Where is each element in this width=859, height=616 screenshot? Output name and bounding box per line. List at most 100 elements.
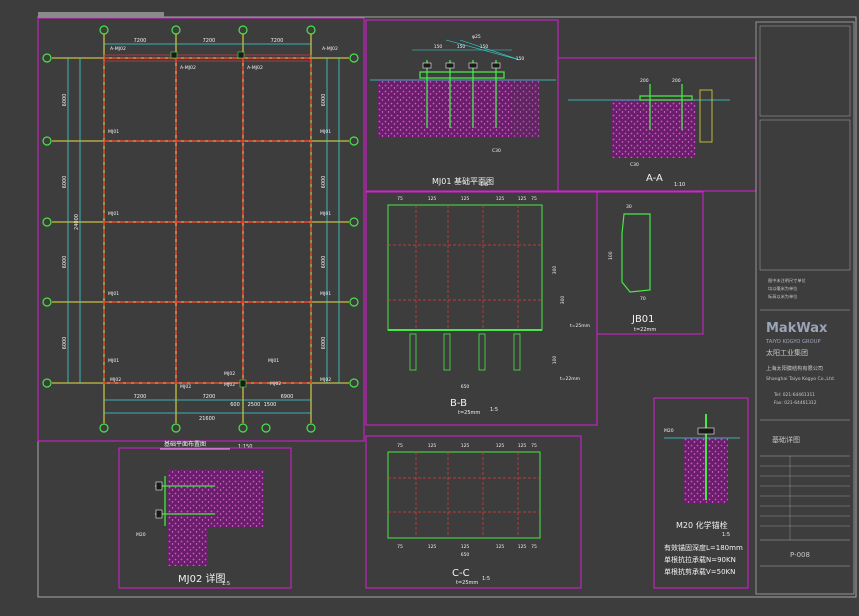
- plan-member-label: A-MJ02: [247, 65, 263, 71]
- plan-member-label: MJ01: [320, 211, 331, 217]
- plan-right-dim: 6000: [321, 337, 327, 350]
- plan-bottom-dim: 6900: [281, 394, 294, 400]
- bb-plate-note: t=22mm: [560, 376, 580, 382]
- mj01-dim: 150: [516, 56, 525, 62]
- cc-bottom-dim: 125: [428, 544, 437, 550]
- m20-tag: M20: [664, 428, 674, 434]
- cc-top-dim: 125: [461, 443, 470, 449]
- plan-hatch-top: [103, 54, 312, 62]
- company-en-2: Shanghai Taiyo Kogyo Co.,Ltd.: [766, 376, 835, 382]
- plan-member-label: MJ01: [320, 129, 331, 135]
- plan-bottom-dim: 7200: [203, 394, 216, 400]
- mj02-concrete: [168, 470, 264, 566]
- title-note: 均以毫米为单位: [768, 285, 797, 292]
- plan-member-label: MJ01: [268, 358, 279, 364]
- plan-foundation-outline: [103, 57, 312, 384]
- plan-small-dim: 2500: [248, 402, 261, 408]
- bb-top-dim: 75: [397, 196, 403, 202]
- plan-member-label: MJ02: [110, 377, 121, 383]
- aa-dim: 200: [640, 78, 649, 84]
- plan-left-dim: 6000: [62, 256, 68, 269]
- plan-member-label: A-MJ02: [180, 65, 196, 71]
- mj02-detail: M20 MJ02 详图 1:5: [118, 447, 292, 589]
- jb01-plate: [621, 213, 651, 293]
- bb-top-dim: 75: [531, 196, 537, 202]
- plan-right-dim: 6000: [321, 176, 327, 189]
- plan-top-dim: 7200: [134, 38, 147, 44]
- plan-member-label: MJ02: [224, 382, 235, 388]
- plan-beams: [52, 34, 349, 423]
- bb-scale: 1:5: [490, 407, 498, 413]
- plan-small-dim: 600: [230, 402, 240, 408]
- aa-title: A-A: [646, 173, 663, 184]
- company-cn-2: 上海太阳膜结构有限公司: [766, 364, 823, 372]
- plan-top-dim: 7200: [203, 38, 216, 44]
- plan-right-dim: 6000: [321, 94, 327, 107]
- mj01-dim: 150: [434, 44, 443, 50]
- plan-member-label: MJ02: [224, 371, 235, 377]
- title-note: 图中未注明尺寸单位: [768, 277, 806, 284]
- plan-viewport: [37, 17, 365, 442]
- cc-top-dim: 125: [518, 443, 527, 449]
- plan-member-label: A-MJ02: [110, 46, 126, 52]
- plan-member-label: MJ02: [320, 377, 331, 383]
- bb-thk: t=25mm: [458, 410, 480, 416]
- cc-top-dim: 75: [397, 443, 403, 449]
- m20-title: M20 化学锚栓: [676, 520, 728, 530]
- plan-member-label: MJ01: [108, 211, 119, 217]
- plan-member-label: MJ01: [108, 358, 119, 364]
- bb-top-dim: 125: [428, 196, 437, 202]
- plan-member-label: MJ01: [108, 291, 119, 297]
- plan-title: 基础平面布置图: [164, 440, 206, 448]
- cc-title: C-C: [452, 568, 470, 579]
- mj02-title: MJ02 详图: [178, 572, 225, 585]
- cc-viewport: [365, 435, 582, 589]
- bb-plate: [387, 204, 543, 331]
- cc-top-dim: 125: [428, 443, 437, 449]
- plan-member-label: A-MJ02: [322, 46, 338, 52]
- mj01-concrete: [378, 80, 512, 138]
- company-logo: MakWax: [766, 321, 828, 336]
- plan-overall-side-dim: 24000: [74, 214, 80, 230]
- cc-bottom-dim: 75: [397, 544, 403, 550]
- plan-member-label: MJ02: [270, 381, 281, 387]
- cc-scale: 1:5: [482, 576, 490, 582]
- title-block-frame: [755, 21, 855, 595]
- bb-viewport: [365, 191, 598, 426]
- drawing-title: 基础详图: [772, 435, 800, 444]
- mj02-viewport: [118, 447, 292, 589]
- company-cn: 太阳工业集团: [766, 348, 808, 357]
- m20-detail: M20 M20 化学锚栓 1:5 有效锚固深度L=180mm 单根抗拉承载N=9…: [653, 397, 749, 589]
- company-tel: Tel: 021-64461311: [773, 392, 815, 398]
- bb-title: B-B: [450, 398, 467, 409]
- sheet-top-tab: [38, 12, 164, 17]
- drawing-number: P-008: [790, 551, 810, 559]
- aa-scale: 1:10: [674, 182, 685, 188]
- plan-top-dim: 7200: [271, 38, 284, 44]
- jb01-dim: 100: [608, 251, 614, 260]
- mj01-tag: φ25: [472, 34, 481, 40]
- plan-bottom-dim: 7200: [134, 394, 147, 400]
- mj01-anchors: [419, 60, 505, 128]
- title-note: 标高以米为单位: [768, 293, 797, 300]
- bb-top-dim: 125: [496, 196, 505, 202]
- aa-concrete: [612, 100, 696, 158]
- section-aa: 200 200 C30 A-A 1:10: [557, 57, 757, 192]
- plan-member-label: MJ01: [108, 129, 119, 135]
- cc-top-dim: 125: [496, 443, 505, 449]
- section-bb: 75 125 125 125 125 75 300 300 100 650 t=…: [365, 191, 598, 426]
- title-block: 图中未注明尺寸单位 均以毫米为单位 标高以米为单位 MakWax TAIYO K…: [755, 21, 855, 595]
- m20-viewport: [653, 397, 749, 589]
- jb01-dim: 30: [626, 204, 632, 210]
- foundation-plan: 7200 7200 7200 7200 7200 6900 600 2500 1…: [37, 17, 365, 450]
- plan-scale: 1:150: [238, 444, 252, 450]
- cc-plate: [387, 451, 541, 539]
- company-en-1: TAIYO KOGYO GROUP: [765, 339, 821, 345]
- cc-overall-dim: 650: [461, 552, 470, 558]
- mj02-scale: 1:5: [222, 581, 230, 587]
- cc-bottom-dim: 75: [531, 544, 537, 550]
- aa-dim: 200: [672, 78, 681, 84]
- plan-axis-bubbles: [42, 25, 359, 433]
- mj01-scale: 1:8: [480, 182, 488, 188]
